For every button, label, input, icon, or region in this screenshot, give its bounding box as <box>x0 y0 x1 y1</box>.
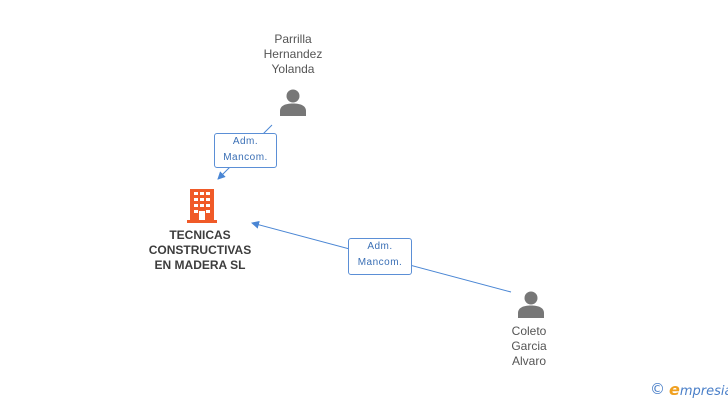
person-bottom-name[interactable]: Coleto Garcia Alvaro <box>511 324 547 368</box>
edge-label-top: Adm. Mancom. <box>214 133 277 168</box>
company-building-icon[interactable] <box>187 189 217 223</box>
footer-brand[interactable]: © empresia <box>650 379 728 399</box>
company-name[interactable]: TECNICAS CONSTRUCTIVAS EN MADERA SL <box>148 228 252 272</box>
person-top-icon[interactable] <box>279 88 307 116</box>
brand-initial: e <box>669 379 680 399</box>
person-bottom-icon[interactable] <box>517 290 545 318</box>
copyright-icon: © <box>650 380 665 398</box>
brand-text: mpresia <box>679 383 728 399</box>
brand-logo[interactable]: empresia <box>669 380 728 399</box>
edge-label-bottom: Adm. Mancom. <box>348 238 412 275</box>
person-top-name[interactable]: Parrilla Hernandez Yolanda <box>263 32 323 76</box>
